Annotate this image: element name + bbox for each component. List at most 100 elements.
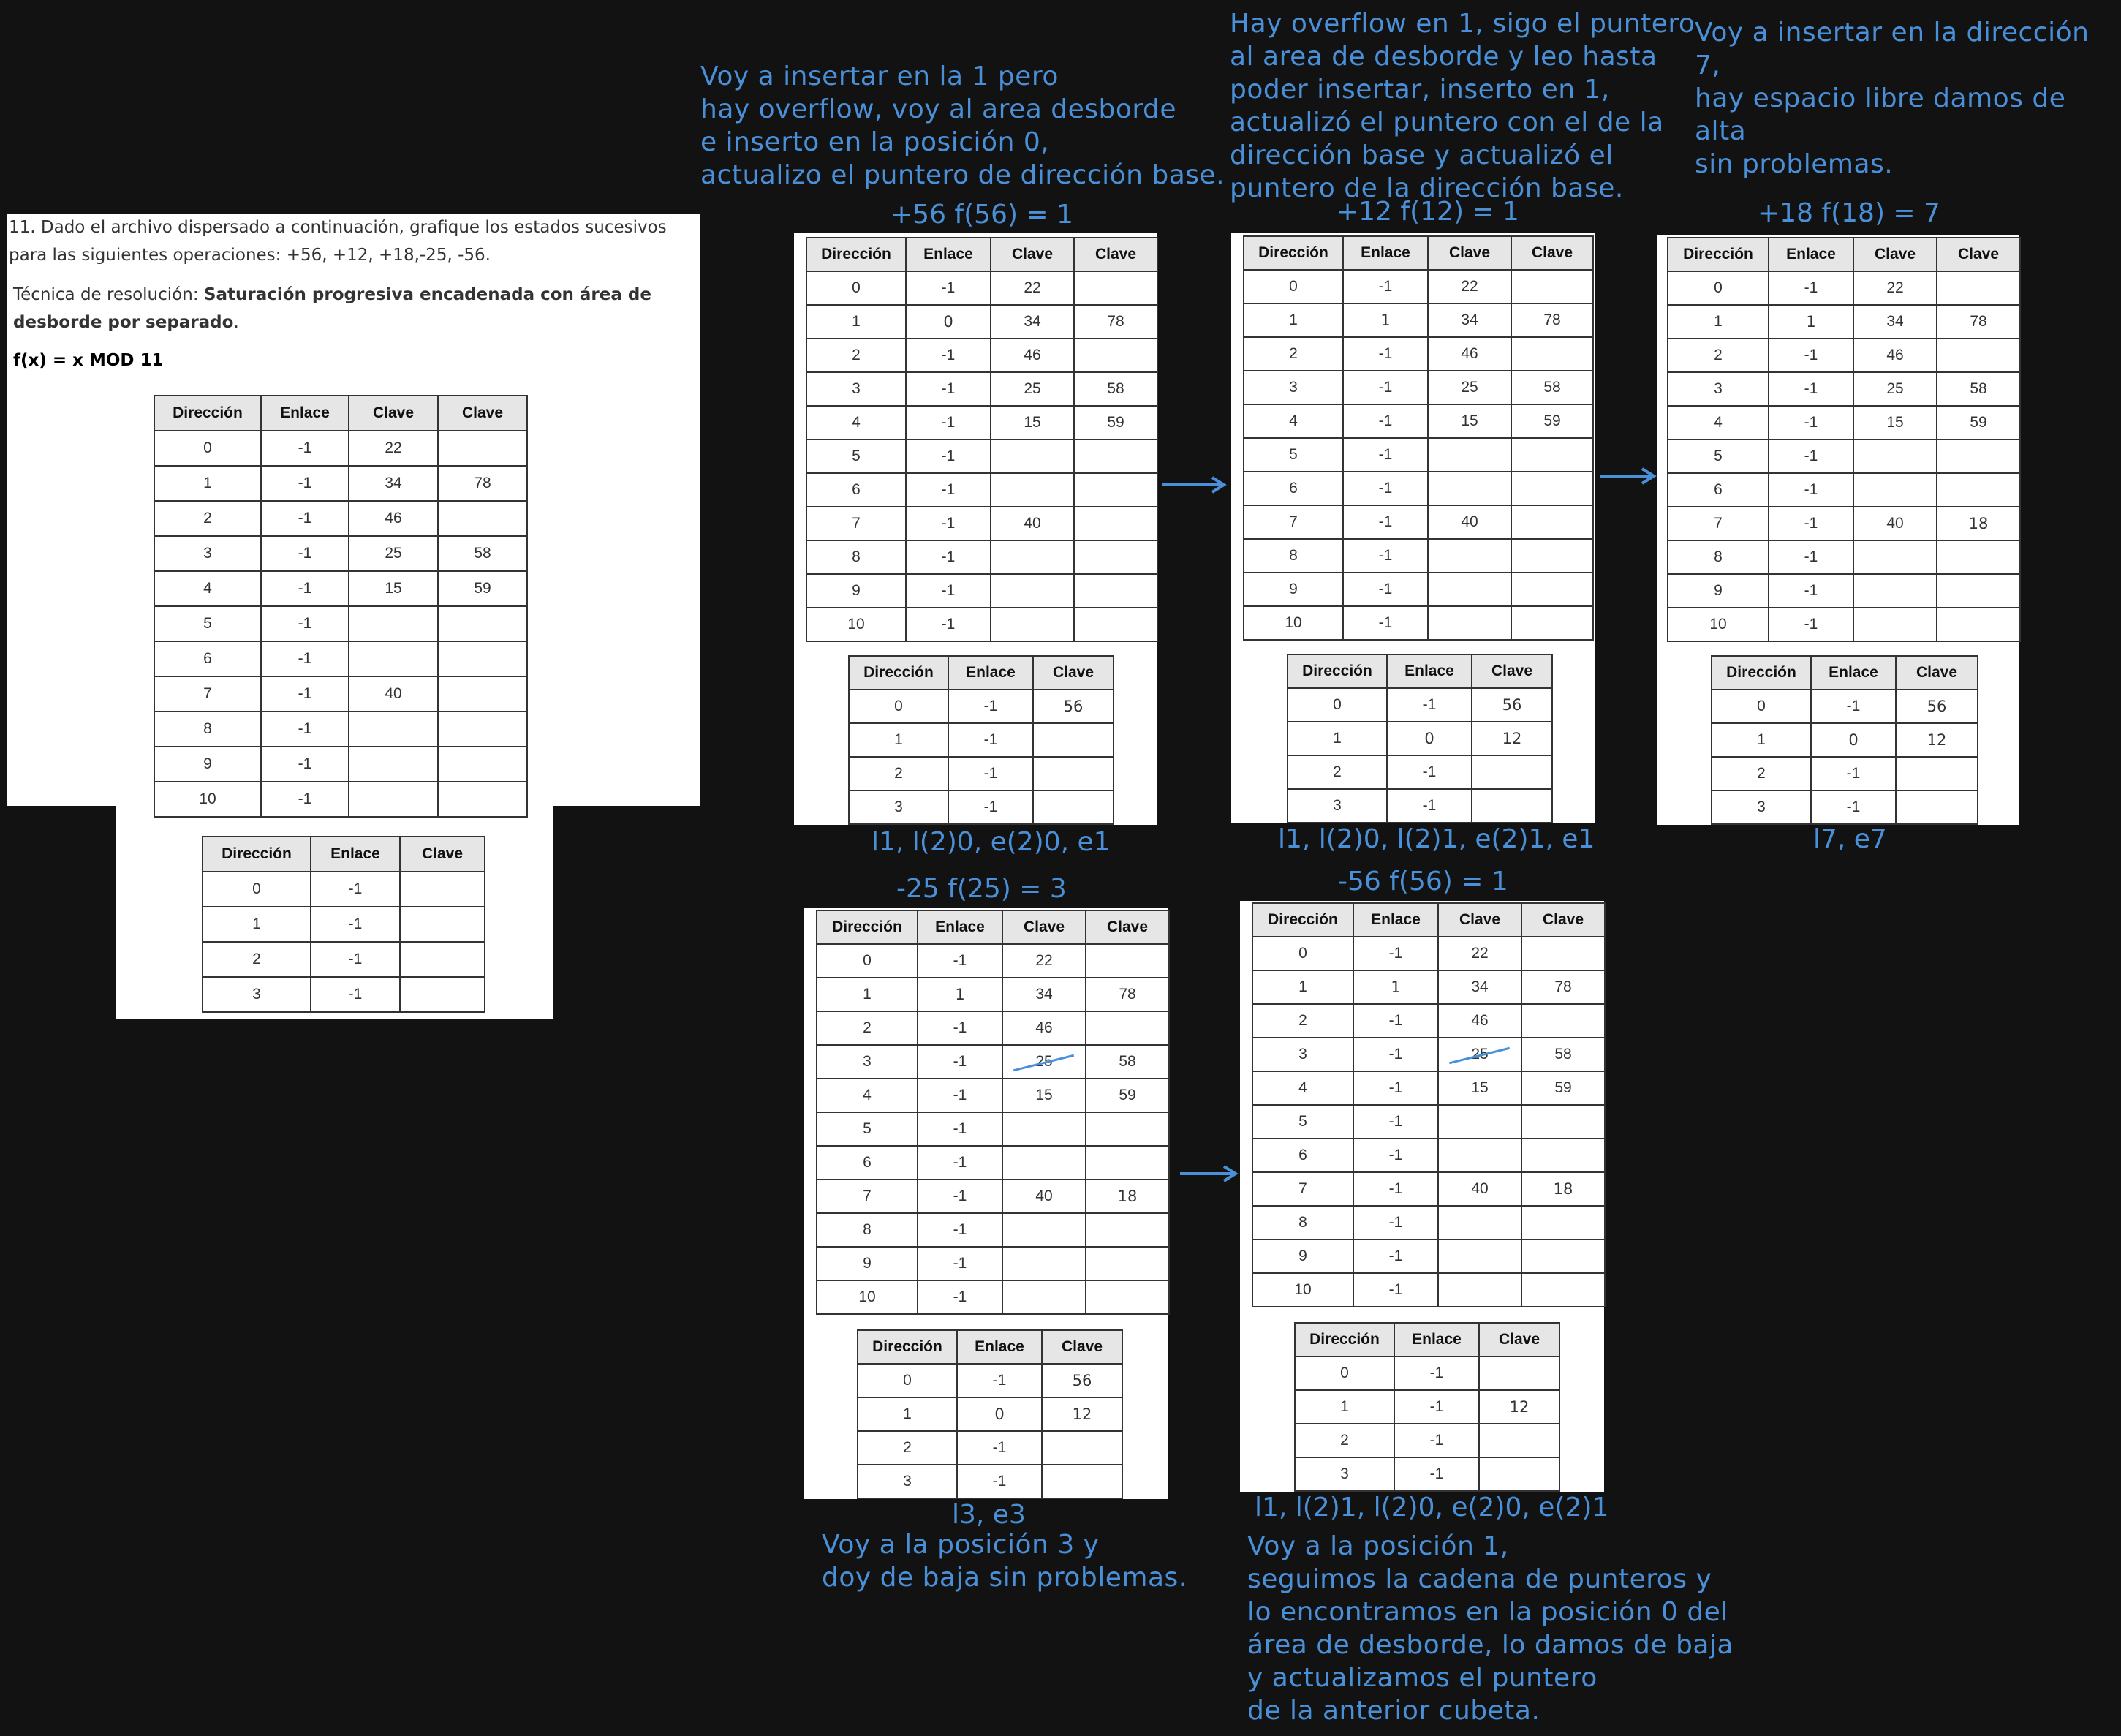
table-cell: 1: [917, 977, 1003, 1012]
table-cell: [1427, 605, 1512, 641]
table-cell: [1032, 756, 1114, 791]
table-cell: 12: [1478, 1389, 1560, 1424]
table-cell: 0: [202, 871, 311, 907]
column-header: Clave: [437, 395, 528, 431]
table-row: 9-1: [816, 1246, 1170, 1281]
table-cell: 7: [1243, 505, 1344, 540]
table-cell: [1032, 722, 1114, 758]
table-cell: 22: [348, 430, 439, 467]
table-cell: -1: [1342, 505, 1429, 540]
table-cell: [1521, 1138, 1606, 1173]
table-cell: 12: [1041, 1397, 1123, 1432]
table-cell: 1: [154, 465, 262, 502]
column-header: Enlace: [956, 1329, 1043, 1365]
table-cell: 56: [1895, 689, 1978, 724]
table-cell: 1: [1252, 970, 1354, 1005]
table-row: 6-1: [1252, 1138, 1606, 1173]
table-cell: 6: [154, 641, 262, 677]
table-cell: -1: [956, 1464, 1043, 1499]
column-header: Dirección: [1294, 1322, 1395, 1357]
column-header: Clave: [990, 237, 1075, 272]
table-cell: 5: [1252, 1104, 1354, 1139]
table-row: 3-1: [1287, 788, 1553, 823]
op-state-3: +18 f(18) = 7: [1758, 198, 1940, 228]
table-cell: -1: [1353, 936, 1439, 971]
table-cell: -1: [260, 676, 349, 712]
note-state-2: Hay overflow en 1, sigo el puntero al ar…: [1230, 9, 1695, 203]
table-cell: -1: [1768, 607, 1854, 642]
table-cell: -1: [917, 1246, 1003, 1281]
table-cell: [1437, 1239, 1522, 1274]
table-cell: -1: [1353, 1239, 1439, 1274]
table-cell: 4: [154, 570, 262, 607]
table-cell: 3: [1287, 788, 1388, 823]
table-row: 2-1: [1711, 756, 1978, 791]
table-cell: -1: [1342, 572, 1429, 607]
table-cell: [1002, 1112, 1086, 1147]
table-cell: 34: [348, 465, 439, 502]
table-cell: 9: [1667, 573, 1769, 608]
table-cell: 3: [848, 790, 949, 825]
table-cell: [399, 906, 485, 943]
table-row: 0-1: [202, 871, 485, 907]
table-row: 5-1: [154, 605, 528, 642]
table-cell: 78: [437, 465, 528, 502]
column-header: Dirección: [1243, 235, 1344, 271]
table-cell: 18: [1936, 506, 2021, 541]
table-cell: -1: [1342, 336, 1429, 371]
table-cell: [437, 781, 528, 818]
table-cell: -1: [917, 1112, 1003, 1147]
table-cell: [1936, 573, 2021, 608]
table-cell: [1936, 271, 2021, 306]
table-cell: [1936, 338, 2021, 373]
table-cell: [1073, 607, 1158, 642]
table-cell: 22: [1437, 936, 1522, 971]
column-header: Enlace: [1342, 235, 1429, 271]
column-header: Clave: [1471, 654, 1553, 689]
table-cell: [1002, 1145, 1086, 1180]
table-cell: [1853, 439, 1937, 474]
table-cell: 58: [437, 535, 528, 572]
table-cell: [1521, 1104, 1606, 1139]
table-cell: -1: [260, 465, 349, 502]
table-cell: 8: [154, 711, 262, 747]
table-cell: [1936, 439, 2021, 474]
table-cell: -1: [260, 641, 349, 677]
table-cell: [1073, 439, 1158, 474]
table-row: 6-1: [154, 641, 528, 677]
table-cell: [1478, 1356, 1560, 1391]
table-cell: 56: [1041, 1363, 1123, 1398]
table-row: 5-1: [1243, 437, 1594, 472]
table-cell: [1471, 755, 1553, 790]
table-cell: 0: [848, 689, 949, 724]
table-row: 2-1: [857, 1430, 1123, 1465]
table-cell: 34: [990, 304, 1075, 339]
table-cell: 15: [1002, 1078, 1086, 1113]
table-cell: -1: [1394, 1457, 1480, 1492]
table-cell: 22: [990, 271, 1075, 306]
table-cell: [1032, 790, 1114, 825]
table-cell: 18: [1521, 1171, 1606, 1207]
table-row: 3-1: [848, 790, 1114, 825]
table-cell: [990, 439, 1075, 474]
column-header: Clave: [1478, 1322, 1560, 1357]
table-cell: 1: [1768, 304, 1854, 339]
table-cell: -1: [917, 1044, 1003, 1079]
table-cell: 25: [1427, 370, 1512, 405]
table-cell: 2: [1243, 336, 1344, 371]
table-cell: 46: [990, 338, 1075, 373]
table-cell: [348, 605, 439, 642]
table-cell: [1002, 1212, 1086, 1248]
